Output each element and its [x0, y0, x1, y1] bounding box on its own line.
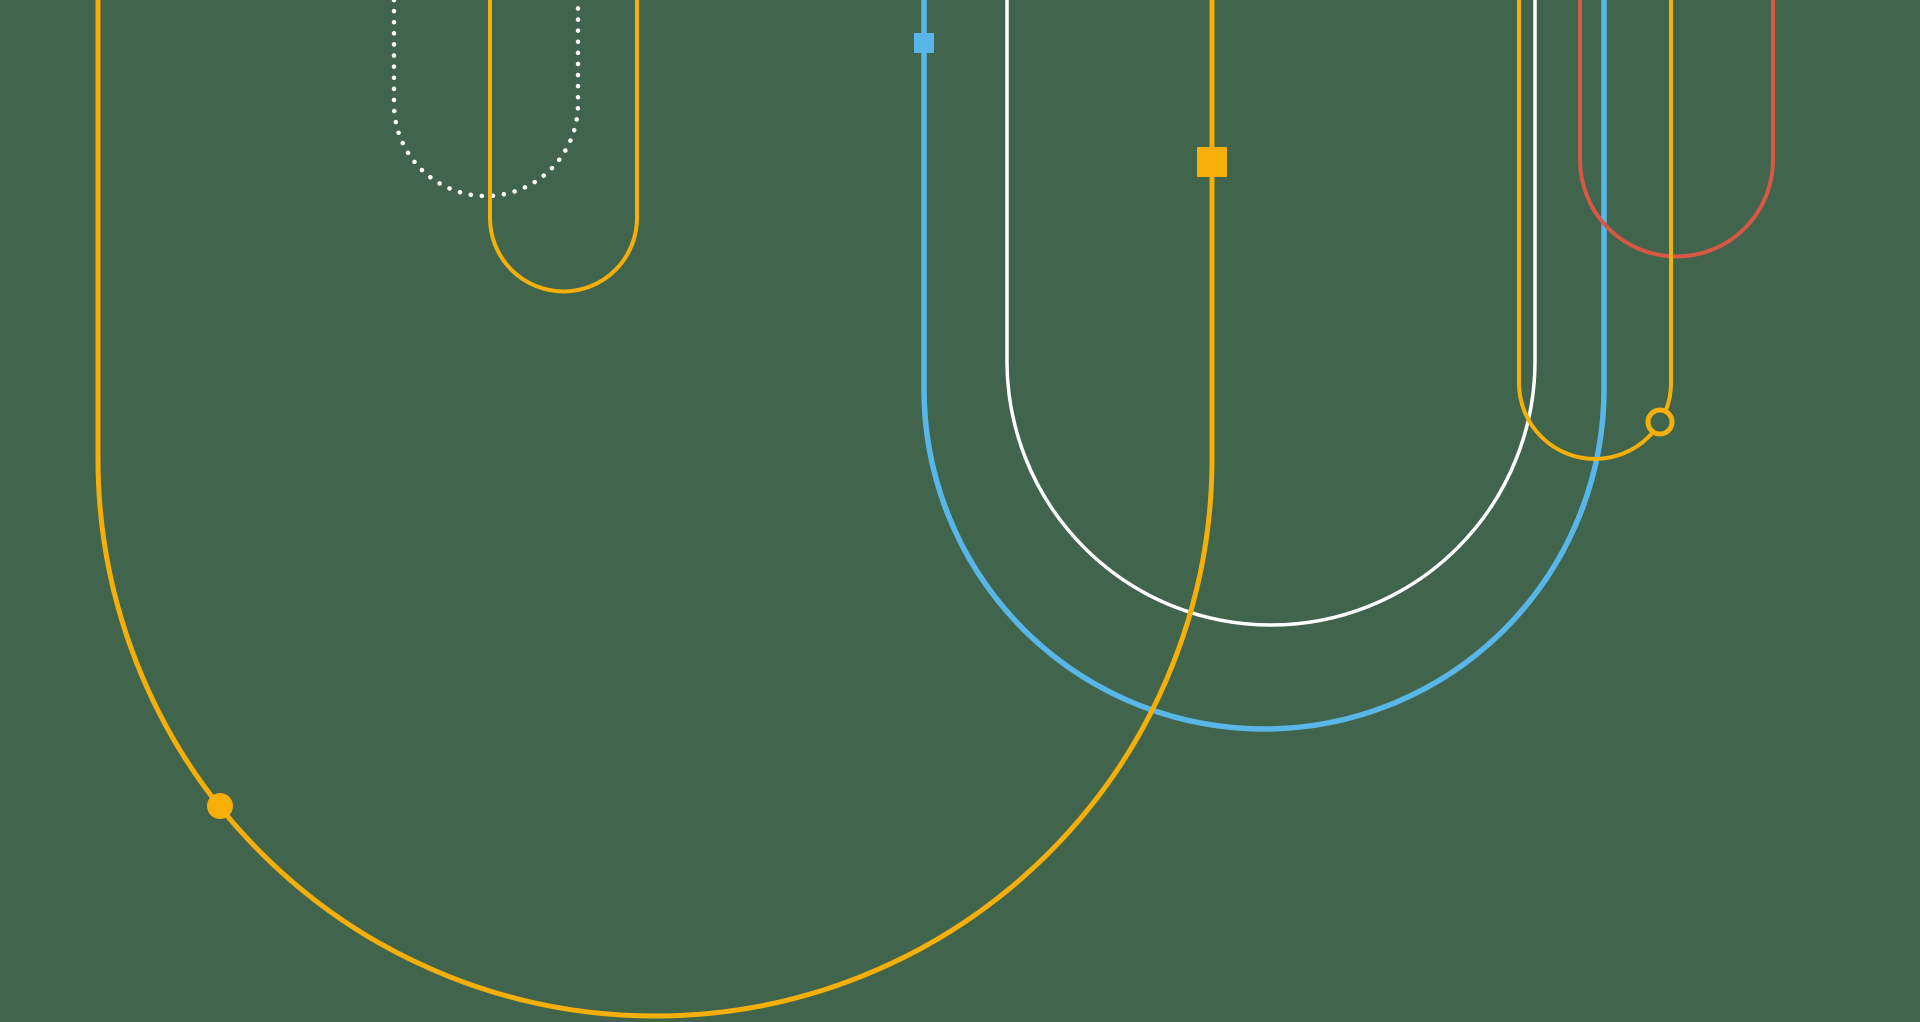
- dotted-white-u: [391, 0, 581, 199]
- red-u: [1578, 0, 1775, 259]
- yellow-square-marker: [1197, 147, 1227, 177]
- small-yellow-u-left: [488, 0, 639, 294]
- white-u: [1005, 0, 1537, 627]
- small-yellow-u-right: [1517, 0, 1673, 461]
- blue-u: [921, 0, 1607, 732]
- blue-square-marker: [914, 33, 934, 53]
- yellow-ring-marker: [1645, 407, 1675, 437]
- big-yellow-u: [95, 0, 1215, 1019]
- yellow-dot-marker: [207, 793, 233, 819]
